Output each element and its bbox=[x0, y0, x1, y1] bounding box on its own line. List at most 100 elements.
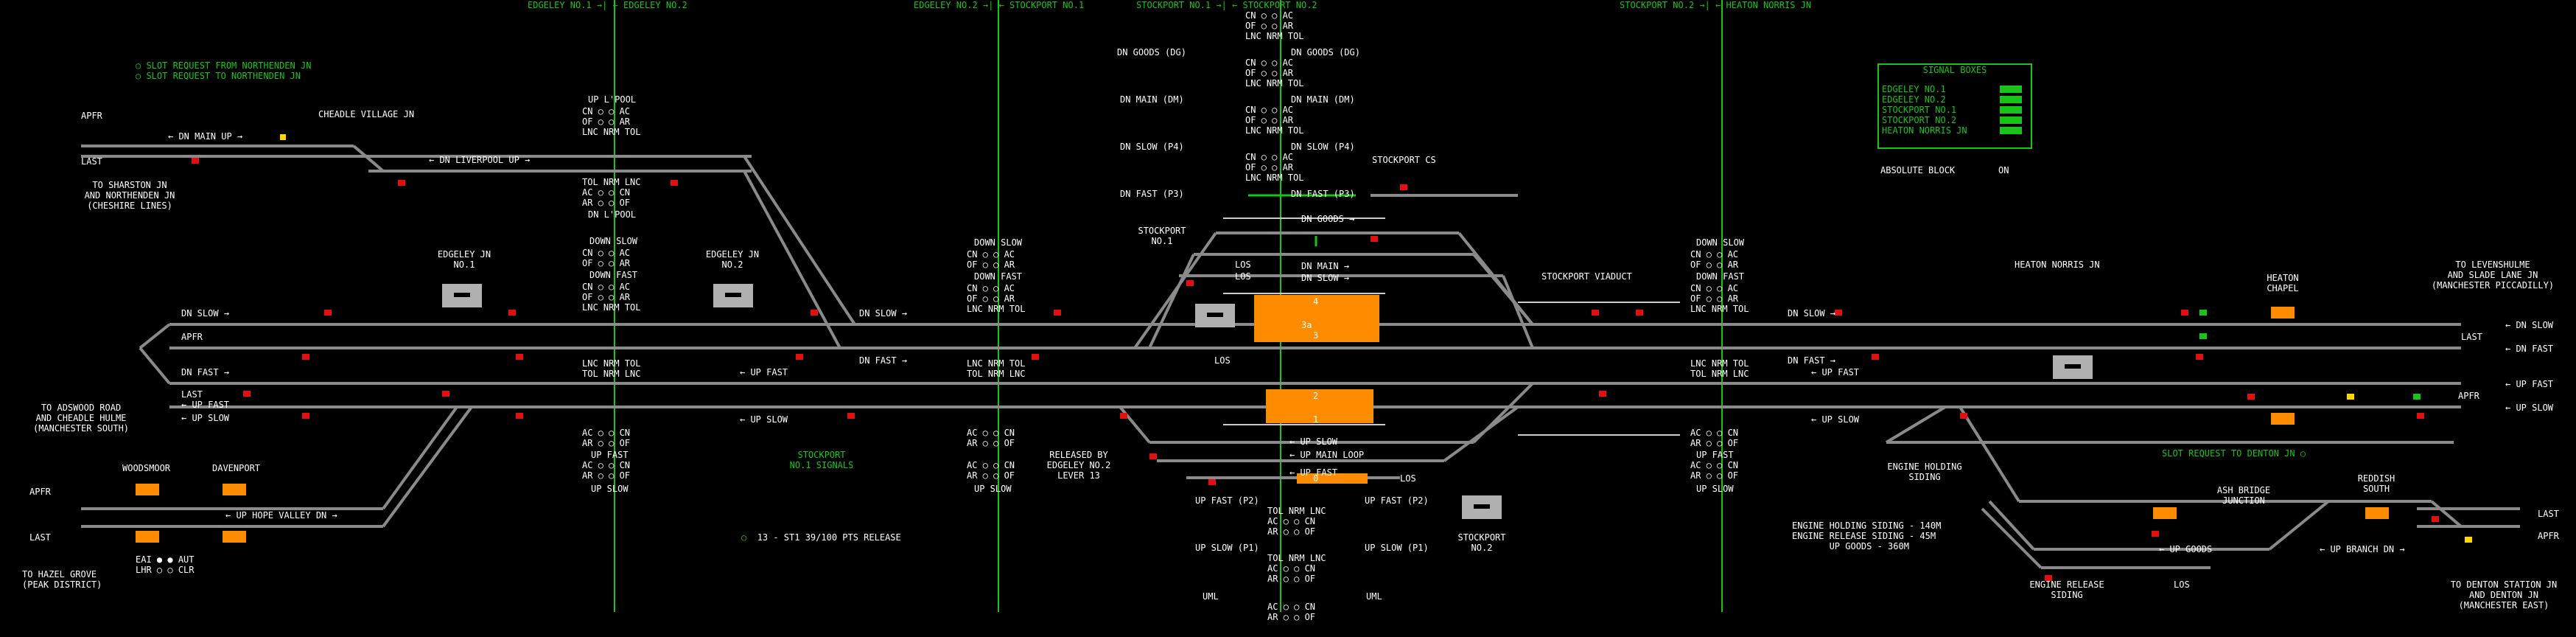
track-link-5 bbox=[382, 405, 473, 528]
signals-red bbox=[192, 158, 2439, 581]
platform-0-label: 0 bbox=[1313, 473, 1319, 484]
lever-block[interactable]: CN ○ ○ AC OF ○ ○ AR LNC NRM TOL bbox=[1245, 152, 1304, 183]
dn-lpool-label: DN L'POOL bbox=[588, 209, 637, 220]
los-label: LOS bbox=[1400, 473, 1416, 484]
to-levenshulme-label: TO LEVENSHULME AND SLADE LANE JN (MANCHE… bbox=[2431, 260, 2555, 290]
lever-block[interactable]: AC ○ ○ CN AR ○ ○ OF bbox=[582, 428, 631, 448]
lever-block[interactable]: AC ○ ○ CN AR ○ ○ OF bbox=[582, 460, 631, 481]
up-slow-label: ← UP SLOW bbox=[740, 414, 788, 425]
dn-slow-label: ← DN SLOW bbox=[2505, 320, 2554, 330]
last-label: LAST bbox=[181, 389, 203, 400]
absolute-block-state[interactable]: ON bbox=[1998, 165, 2009, 175]
up-slow-p1-label: UP SLOW (P1) bbox=[1195, 543, 1259, 553]
dn-main-label: DN MAIN → bbox=[1301, 261, 1350, 271]
uml-label: UML bbox=[1366, 591, 1382, 602]
reddish-south-label: REDDISH SOUTH bbox=[2357, 473, 2395, 494]
up-slow-label: ← UP SLOW bbox=[1289, 436, 1338, 447]
track-link-11 bbox=[1119, 405, 1151, 444]
lever-block[interactable]: TOL NRM LNC AC ○ ○ CN AR ○ ○ OF bbox=[1267, 506, 1326, 537]
lever-block[interactable]: TOL NRM LNC AC ○ ○ CN AR ○ ○ OF bbox=[1267, 553, 1326, 584]
up-fast-label: ← UP FAST bbox=[740, 367, 788, 377]
box-status-indicator[interactable] bbox=[2000, 106, 2022, 114]
to-denton-label: TO DENTON STATION JN AND DENTON JN (MANC… bbox=[2450, 579, 2558, 610]
release-13-label: 13 - ST1 39/100 PTS RELEASE bbox=[757, 532, 901, 543]
to-sharston-label: TO SHARSTON JN AND NORTHENDEN JN (CHESHI… bbox=[84, 180, 175, 211]
slot-to-northenden[interactable]: ○ SLOT REQUEST TO NORTHENDEN JN bbox=[136, 71, 301, 81]
lever-block[interactable]: AC ○ ○ CN AR ○ ○ OF bbox=[1267, 602, 1316, 622]
slot-to-denton[interactable]: SLOT REQUEST TO DENTON JN ○ bbox=[2162, 448, 2306, 459]
lever-block[interactable]: CN ○ ○ AC OF ○ ○ AR bbox=[582, 248, 631, 268]
dn-slow-label: DN SLOW → bbox=[1788, 308, 1836, 318]
lever-block[interactable]: CN ○ ○ AC OF ○ ○ AR bbox=[1690, 249, 1739, 270]
occupied-reddish bbox=[2365, 507, 2389, 519]
stockport-cs-label: STOCKPORT CS bbox=[1372, 155, 1436, 165]
siding-lengths-info: ENGINE HOLDING SIDING - 140M ENGINE RELE… bbox=[1792, 521, 1942, 551]
dn-slow-p4-label: DN SLOW (P4) bbox=[1120, 142, 1184, 152]
lever-block[interactable]: CN ○ ○ AC OF ○ ○ AR LNC NRM TOL bbox=[1245, 10, 1304, 41]
lever-block[interactable]: CN ○ ○ AC OF ○ ○ AR LNC NRM TOL bbox=[582, 106, 641, 137]
up-slow-label: ← UP SLOW bbox=[2505, 403, 2554, 413]
up-fast-p2-label: UP FAST (P2) bbox=[1365, 495, 1429, 506]
dn-main-up-label: ← DN MAIN UP → bbox=[168, 131, 243, 142]
occupied-woodsmoor-2 bbox=[136, 531, 159, 543]
signal-boxes-panel: SIGNAL BOXES EDGELEY NO.1 EDGELEY NO.2 S… bbox=[1877, 63, 2032, 149]
los-label: LOS bbox=[2174, 579, 2190, 590]
lever-block[interactable]: LNC NRM TOL TOL NRM LNC bbox=[582, 358, 641, 379]
box-status-indicator[interactable] bbox=[2000, 116, 2022, 124]
up-slow-p1-label: UP SLOW (P1) bbox=[1365, 543, 1429, 553]
platform-1-label: 1 bbox=[1313, 414, 1319, 425]
box-status-indicator[interactable] bbox=[2000, 127, 2022, 134]
lever-block[interactable]: CN ○ ○ AC OF ○ ○ AR LNC NRM TOL bbox=[582, 282, 641, 313]
dn-goods-dg-label: DN GOODS (DG) bbox=[1291, 47, 1360, 58]
slot-from-northenden[interactable]: ○ SLOT REQUEST FROM NORTHENDEN JN bbox=[136, 60, 312, 71]
track-link-10 bbox=[1502, 275, 1534, 349]
track-link-17 bbox=[2430, 500, 2463, 528]
dn-fast-label: DN FAST → bbox=[859, 355, 908, 366]
heaton-norris-label: HEATON NORRIS JN bbox=[2015, 260, 2100, 270]
down-slow-label: DOWN SLOW bbox=[589, 236, 638, 246]
lever-block[interactable]: CN ○ ○ AC OF ○ ○ AR bbox=[967, 249, 1015, 270]
occupied-heaton-chapel bbox=[2271, 307, 2295, 318]
lever-block[interactable]: AC ○ ○ CN AR ○ ○ OF bbox=[967, 428, 1015, 448]
lever-block[interactable]: AC ○ ○ CN AR ○ ○ OF bbox=[1690, 428, 1739, 448]
apfr-label: APFR bbox=[2538, 531, 2559, 541]
release-13-item[interactable]: ○ 13 - ST1 39/100 PTS RELEASE bbox=[741, 532, 901, 543]
lever-block[interactable]: CN ○ ○ AC OF ○ ○ AR LNC NRM TOL bbox=[1690, 283, 1749, 314]
apfr-label: APFR bbox=[181, 332, 203, 342]
occupied-heaton-up bbox=[2271, 413, 2295, 425]
box-status-indicator[interactable] bbox=[2000, 96, 2022, 103]
lever-block[interactable]: CN ○ ○ AC OF ○ ○ AR LNC NRM TOL bbox=[1245, 105, 1304, 136]
lever-block[interactable]: LNC NRM TOL TOL NRM LNC bbox=[967, 358, 1026, 379]
down-fast-label: DOWN FAST bbox=[1696, 271, 1745, 282]
platform-3-label: 3 bbox=[1313, 330, 1319, 341]
lever-block[interactable]: AC ○ ○ CN AR ○ ○ OF bbox=[967, 460, 1015, 481]
signals-green bbox=[2199, 310, 2421, 400]
boundary-label-heaton: STOCKPORT NO.2 →| ← HEATON NORRIS JN bbox=[1620, 0, 1812, 10]
dn-main-dm-label: DN MAIN (DM) bbox=[1120, 94, 1184, 105]
up-fast-label: ← UP FAST bbox=[1289, 467, 1338, 478]
engine-holding-label: ENGINE HOLDING SIDING bbox=[1887, 462, 1962, 482]
dn-liverpool-up-label: ← DN LIVERPOOL UP → bbox=[429, 155, 531, 165]
dn-fast-p3-label: DN FAST (P3) bbox=[1120, 189, 1184, 199]
platform-3a-label: 3a bbox=[1301, 320, 1312, 330]
last-label: LAST bbox=[29, 532, 51, 543]
lever-block[interactable]: CN ○ ○ AC OF ○ ○ AR LNC NRM TOL bbox=[1245, 58, 1304, 88]
occupied-bay-0 bbox=[1297, 473, 1368, 484]
down-slow-label: DOWN SLOW bbox=[1696, 237, 1745, 248]
occupied-davenport-1 bbox=[223, 484, 246, 495]
dn-fast-label: ← DN FAST bbox=[2505, 344, 2554, 354]
lever-block[interactable]: TOL NRM LNC AC ○ ○ CN AR ○ ○ OF bbox=[582, 177, 641, 208]
lhr-indicator[interactable]: LHR ○ ○ CLR bbox=[136, 565, 195, 575]
lever-block[interactable]: LNC NRM TOL TOL NRM LNC bbox=[1690, 358, 1749, 379]
lever-block[interactable]: AC ○ ○ CN AR ○ ○ OF bbox=[1690, 460, 1739, 481]
up-fast-p2-label: UP FAST (P2) bbox=[1195, 495, 1259, 506]
ash-bridge-label: ASH BRIDGE JUNCTION bbox=[2216, 485, 2271, 506]
dn-fast-label: DN FAST → bbox=[1788, 355, 1836, 366]
eai-indicator[interactable]: EAI ● ● AUT bbox=[136, 554, 195, 565]
track-link-22 bbox=[139, 347, 171, 385]
lever-block[interactable]: CN ○ ○ AC OF ○ ○ AR LNC NRM TOL bbox=[967, 283, 1026, 314]
track-link-20 bbox=[1981, 507, 2043, 569]
up-slow-label: UP SLOW bbox=[974, 484, 1012, 494]
heaton-chapel-label: HEATON CHAPEL bbox=[2267, 273, 2299, 293]
box-status-indicator[interactable] bbox=[2000, 86, 2022, 93]
